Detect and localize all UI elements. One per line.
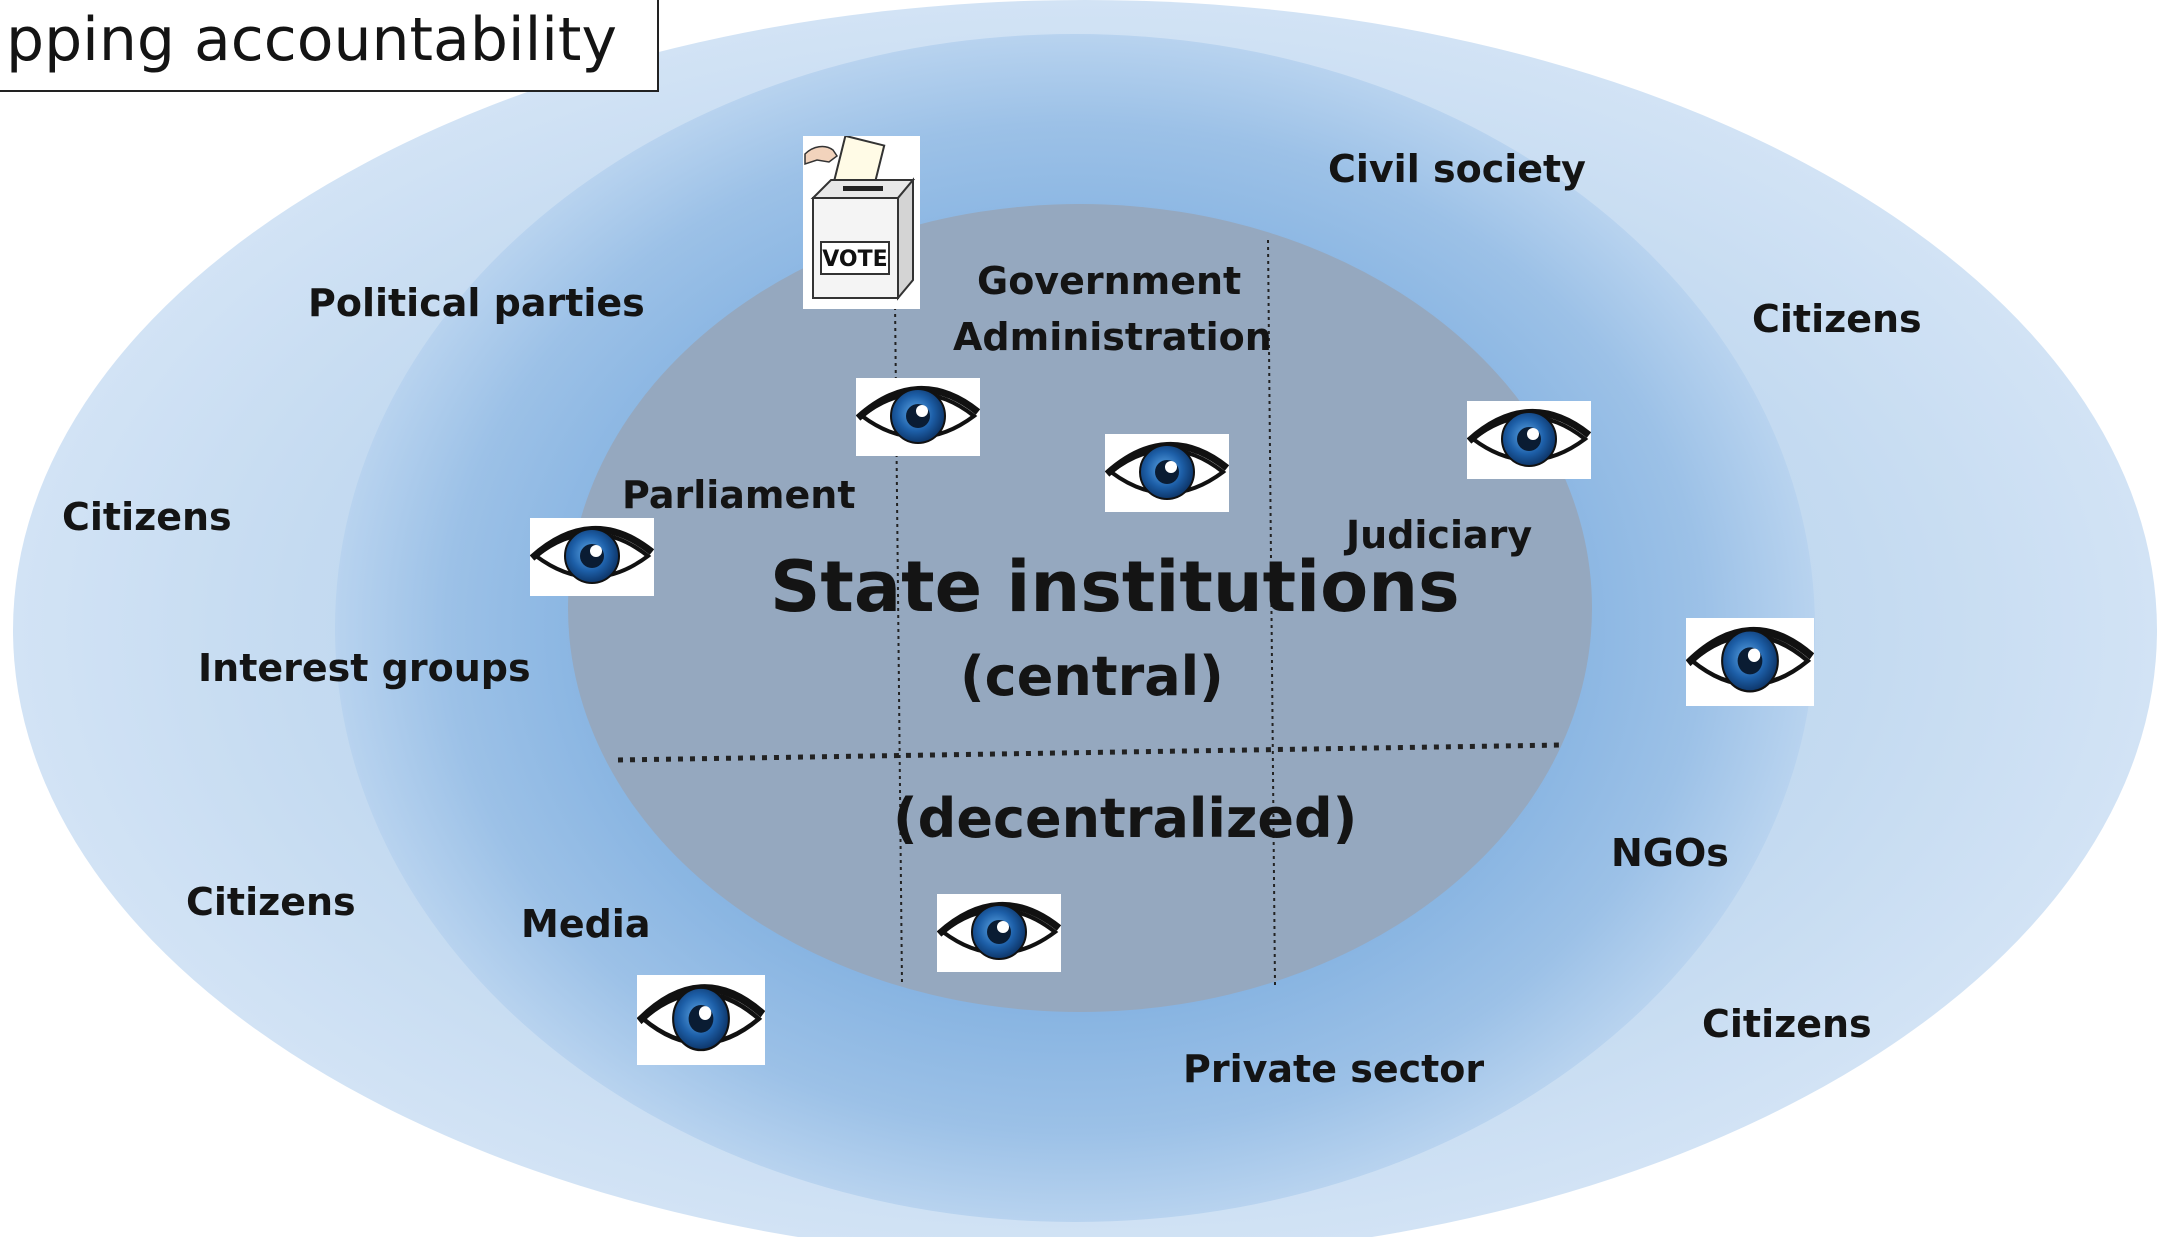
slide-title: pping accountability bbox=[6, 5, 617, 75]
divider-vertical-right bbox=[1267, 239, 1276, 986]
citizens-label-top-right: Citizens bbox=[1752, 297, 1922, 341]
government-label-line1: Government bbox=[977, 259, 1242, 303]
ballot-box-icon: VOTE bbox=[803, 136, 920, 309]
citizens-label-bottom-right: Citizens bbox=[1702, 1002, 1872, 1046]
eye-icon bbox=[1467, 401, 1591, 479]
state-institutions-label: State institutions bbox=[770, 546, 1460, 628]
title-box: pping accountability bbox=[0, 0, 659, 92]
eye-icon bbox=[1686, 618, 1814, 706]
ngos-label: NGOs bbox=[1611, 831, 1729, 875]
parliament-label: Parliament bbox=[622, 473, 856, 517]
interest-groups-label: Interest groups bbox=[198, 646, 531, 690]
citizens-label-bottom-left: Citizens bbox=[186, 880, 356, 924]
media-label: Media bbox=[521, 902, 651, 946]
civil-society-label: Civil society bbox=[1328, 147, 1586, 191]
eye-icon bbox=[1105, 434, 1229, 512]
eye-icon bbox=[856, 378, 980, 456]
eye-icon bbox=[637, 975, 765, 1065]
divider-horizontal-dotted bbox=[617, 742, 1563, 763]
core-ellipse-state-institutions bbox=[568, 204, 1592, 1012]
eye-icon bbox=[530, 518, 654, 596]
decentralized-label: (decentralized) bbox=[893, 787, 1358, 850]
citizens-label-left: Citizens bbox=[62, 495, 232, 539]
eye-icon bbox=[937, 894, 1061, 972]
political-parties-label: Political parties bbox=[308, 281, 645, 325]
vote-label: VOTE bbox=[822, 247, 887, 272]
private-sector-label: Private sector bbox=[1183, 1047, 1485, 1091]
central-label: (central) bbox=[960, 645, 1224, 708]
government-label-line2: Administration bbox=[953, 315, 1272, 359]
judiciary-label: Judiciary bbox=[1346, 513, 1533, 557]
